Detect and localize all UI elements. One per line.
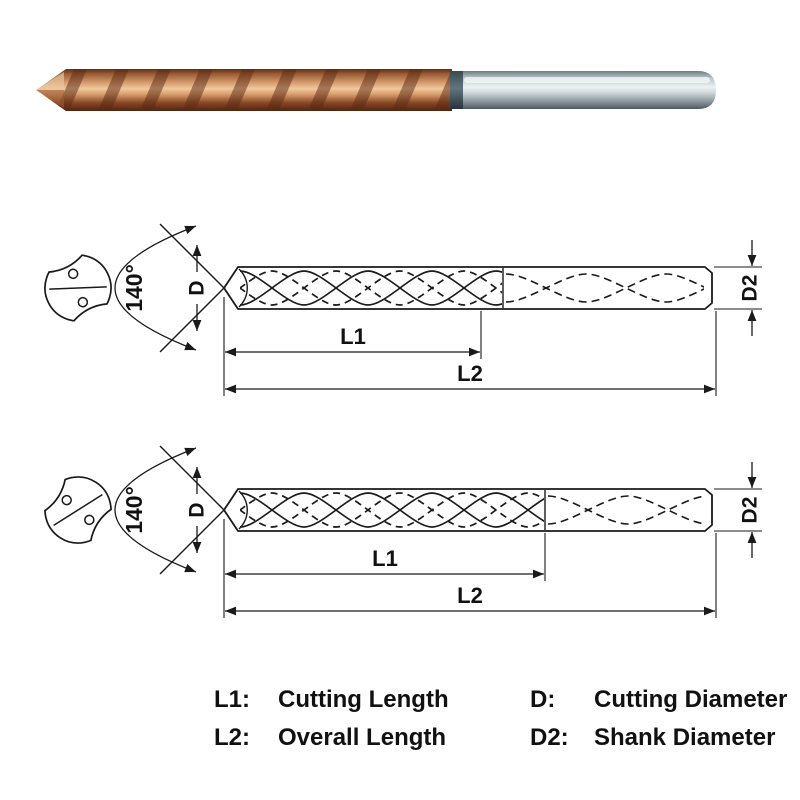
point-angle-line-upper	[159, 445, 225, 511]
point-angle-line-upper	[159, 223, 225, 289]
flute-helix-lines	[240, 492, 544, 528]
legend-d-desc: Cutting Diameter	[594, 686, 788, 713]
coolant-channel-lines	[506, 273, 704, 303]
drill-product-photo	[36, 69, 716, 111]
legend-d-label: D:	[530, 686, 556, 713]
flute-helix-lines	[240, 270, 502, 306]
legend-row-2: L2: Overall Length D2: Shank Diameter	[0, 724, 800, 752]
legend-d2-label: D2:	[530, 724, 569, 751]
photo-flute-spirals	[56, 69, 452, 111]
l2-dim-label: L2	[457, 361, 483, 386]
photo-shank	[461, 71, 716, 109]
photo-tip-shadow	[36, 90, 64, 108]
point-angle-arc	[114, 225, 197, 351]
dimension-legend: L1: Cutting Length D: Cutting Diameter L…	[0, 686, 800, 762]
legend-d2-desc: Shank Diameter	[594, 724, 776, 751]
point-angle-value: 140°	[121, 264, 147, 312]
point-angle-line-lower	[159, 287, 225, 353]
d2-dim-label: D2	[739, 275, 762, 302]
l1-dim-label: L1	[372, 546, 398, 571]
point-angle-arc	[114, 447, 197, 573]
end-view-section	[36, 468, 120, 552]
l2-dim-label: L2	[457, 583, 483, 608]
d-dim-label: D	[186, 280, 209, 295]
point-angle-value: 140°	[121, 486, 147, 534]
legend-row-1: L1: Cutting Length D: Cutting Diameter	[0, 686, 800, 714]
legend-l1-desc: Cutting Length	[278, 686, 449, 713]
legend-l1-label: L1:	[214, 686, 250, 713]
d2-dim-label: D2	[739, 497, 762, 524]
diagram-drill-bottom: 140° D D2 L1 L2	[36, 445, 762, 618]
drill-drawings: 140° D D2 L1 L2 140°	[34, 69, 762, 618]
drill-outline	[223, 488, 713, 532]
d-dim-label: D	[186, 502, 209, 517]
photo-shank-highlight	[464, 77, 710, 83]
photo-collar-ring	[450, 71, 463, 109]
l1-dim-label: L1	[340, 324, 366, 349]
diagram-drill-top: 140° D D2 L1 L2	[34, 223, 762, 396]
drill-outline	[223, 266, 713, 310]
legend-l2-label: L2:	[214, 724, 250, 751]
end-view-section	[34, 244, 122, 332]
point-angle-line-lower	[159, 509, 225, 575]
photo-tip-facet	[36, 72, 64, 90]
legend-l2-desc: Overall Length	[278, 724, 447, 751]
